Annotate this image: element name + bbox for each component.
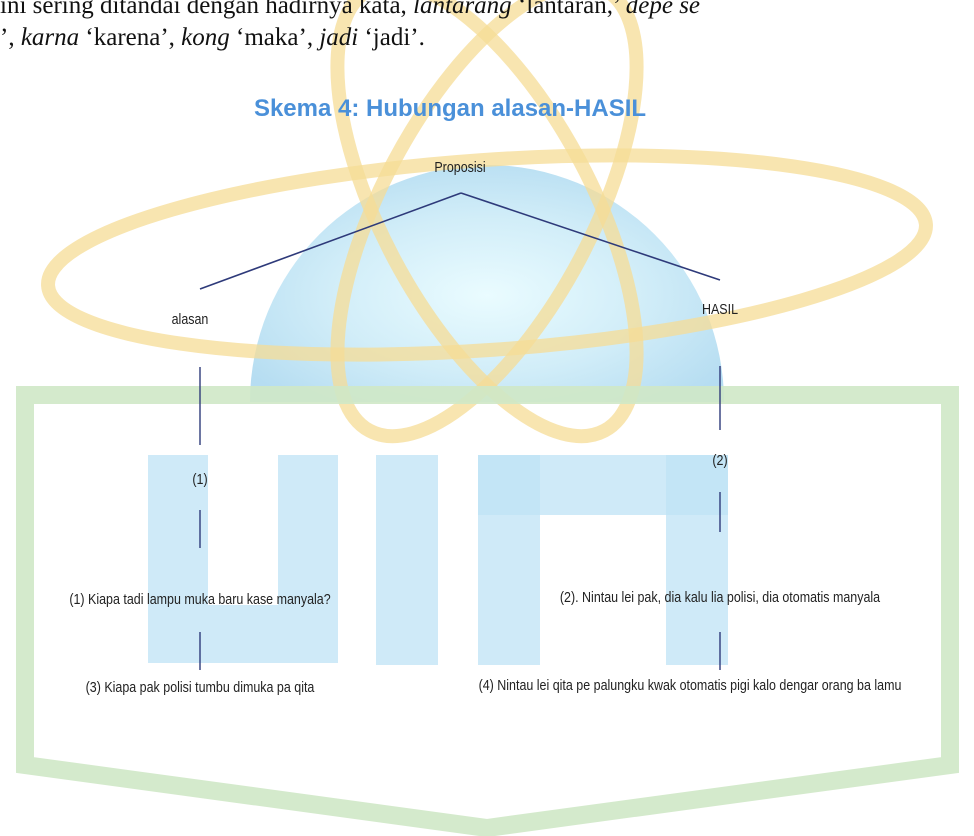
- tree-node-number-1: (1): [192, 472, 208, 488]
- tree-sentence-2: (2). Nintau lei pak, dia kalu lia polisi…: [559, 590, 881, 606]
- tree-node-hasil: HASIL: [701, 302, 739, 318]
- tree-node-alasan: alasan: [171, 312, 209, 328]
- tree-sentence-3: (3) Kiapa pak polisi tumbu dimuka pa qit…: [85, 680, 315, 696]
- edge-root-to-alasan: [199, 192, 462, 290]
- tree-node-number-2: (2): [712, 453, 728, 469]
- edge-root-to-hasil: [460, 192, 721, 281]
- paragraph-line-2: ’, karna ‘karena’, kong ‘maka’, jadi ‘ja…: [0, 24, 425, 51]
- tree-sentence-4: (4) Nintau lei qita pe palungku kwak oto…: [478, 678, 902, 694]
- paragraph-line-1: ini sering ditandai dengan hadirnya kata…: [0, 0, 701, 19]
- scheme-title: Skema 4: Hubungan alasan-HASIL: [253, 95, 647, 122]
- tree-node-proposisi: Proposisi: [434, 160, 486, 176]
- tree-sentence-1: (1) Kiapa tadi lampu muka baru kase many…: [69, 592, 331, 608]
